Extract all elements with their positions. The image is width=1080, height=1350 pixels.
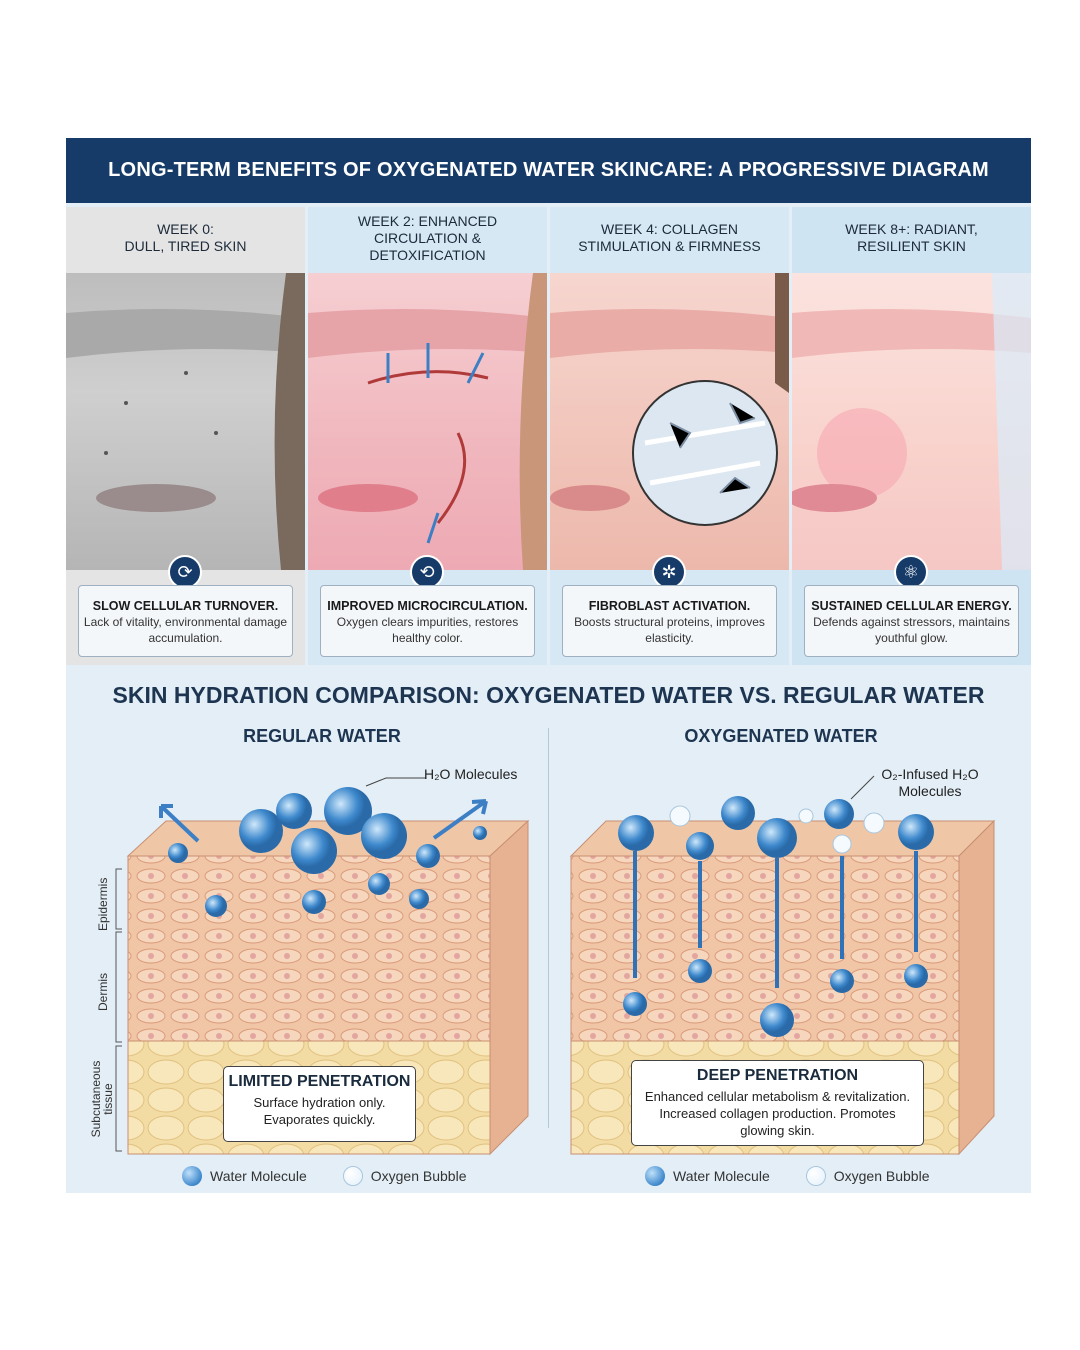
stage-card: SUSTAINED CELLULAR ENERGY. Defends agains… [804,585,1019,657]
circulation-illustration [308,273,547,570]
stage-label: WEEK 2: ENHANCED CIRCULATION & DETOXIFIC… [357,212,498,263]
regular-water-heading: REGULAR WATER [243,726,401,746]
legend-label: Oxygen Bubble [833,1168,930,1184]
o2-h2o-callout: O₂-Infused H₂O Molecules [881,766,979,799]
water-molecule-icon [645,1166,665,1186]
legend-regular: Water Molecule Oxygen Bubble [182,1166,466,1186]
fibroblast-icon: ✲ [652,555,686,589]
refresh-icon: ⟳ [168,555,202,589]
stage-label: WEEK 4: COLLAGEN STIMULATION & FIRMNESS [578,221,761,254]
atom-icon: ⚛ [894,555,928,589]
card-text: Oxygen clears impurities, restores healt… [336,615,519,645]
radiant-skin-illustration [792,273,1031,570]
page-title: LONG-TERM BENEFITS OF OXYGENATED WATER S… [66,138,1031,203]
card-title: FIBROBLAST ACTIVATION. [588,599,751,613]
layer-label-dermis: Dermis [96,973,110,1011]
legend-label: Water Molecule [673,1168,770,1184]
legend-label: Water Molecule [210,1168,307,1184]
oxygen-bubble-icon [805,1166,826,1186]
stage-card: FIBROBLAST ACTIVATION. Boosts structural … [562,585,777,657]
card-text: Defends against stressors, maintains you… [813,615,1010,645]
oxygenated-water-heading: OXYGENATED WATER [684,726,878,746]
card-title: SUSTAINED CELLULAR ENERGY. [811,599,1012,613]
stage-card: SLOW CELLULAR TURNOVER. Lack of vitality,… [78,585,293,657]
box-text: Enhanced cellular metabolism & revitaliz… [644,1089,911,1138]
layer-label-subcutaneous: Subcutaneous tissue [89,1060,115,1138]
collagen-illustration [550,273,789,570]
regular-water-skin-block [126,777,530,1156]
stage-label: WEEK 8+: RADIANT, RESILIENT SKIN [845,221,978,254]
divider [548,728,549,1128]
hydration-comparison: SKIN HYDRATION COMPARISON: OXYGENATED WA… [66,666,1031,1193]
skin-cross-sections [115,775,996,1156]
layer-label-epidermis: Epidermis [96,877,110,931]
dull-skin-illustration [66,273,305,570]
limited-penetration-box: LIMITED PENETRATION Surface hydration onl… [223,1066,416,1142]
box-title: LIMITED PENETRATION [228,1073,411,1090]
stage-week-2: WEEK 2: ENHANCED CIRCULATION & DETOXIFIC… [308,207,547,665]
oxygen-bubble-icon [342,1166,363,1186]
layer-brackets [115,868,122,1152]
comparison-title: SKIN HYDRATION COMPARISON: OXYGENATED WA… [112,682,985,708]
card-text: Boosts structural proteins, improves ela… [574,615,765,645]
stage-label: WEEK 0: DULL, TIRED SKIN [124,221,247,254]
card-text: Lack of vitality, environmental damage a… [83,615,288,645]
infographic: LONG-TERM BENEFITS OF OXYGENATED WATER S… [66,138,1031,1193]
water-molecule-icon [182,1166,202,1186]
stage-week-0: WEEK 0: DULL, TIRED SKIN ⟳ SLOW CELLULAR… [66,207,305,665]
stage-week-4: WEEK 4: COLLAGEN STIMULATION & FIRMNESS … [550,207,789,665]
legend-label: Oxygen Bubble [370,1168,467,1184]
card-title: SLOW CELLULAR TURNOVER. [92,599,279,613]
stage-week-8: WEEK 8+: RADIANT, RESILIENT SKIN ⚛ SUSTA… [792,207,1031,665]
card-title: IMPROVED MICROCIRCULATION. [327,599,528,613]
stage-card: IMPROVED MICROCIRCULATION. Oxygen clears … [320,585,535,657]
h2o-callout: H₂O Molecules [424,766,518,782]
legend-oxygenated: Water Molecule Oxygen Bubble [645,1166,929,1186]
box-title: DEEP PENETRATION [696,1067,859,1084]
deep-penetration-box: DEEP PENETRATION Enhanced cellular metabo… [631,1060,924,1146]
box-text: Surface hydration only. Evaporates quick… [253,1095,386,1127]
circulation-icon: ⟲ [410,555,444,589]
